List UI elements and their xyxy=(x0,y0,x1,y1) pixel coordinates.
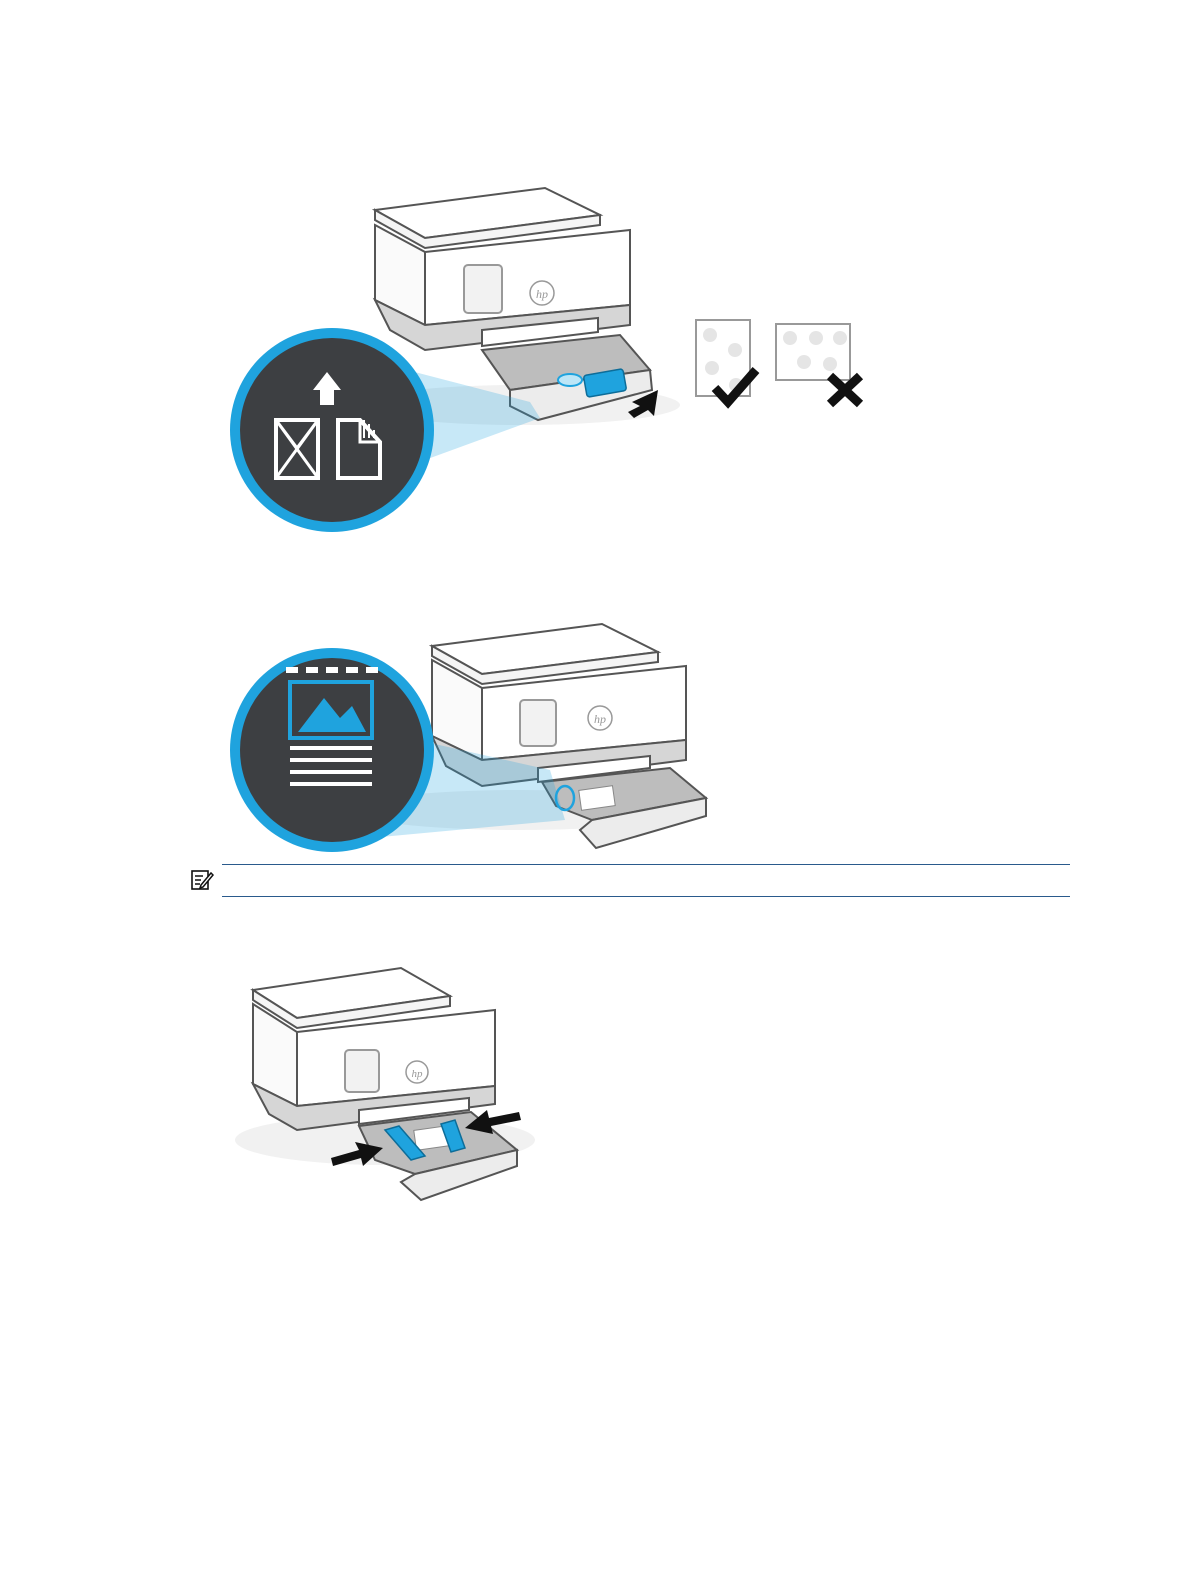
figure-load-photo-paper: hp xyxy=(220,620,720,860)
paper-sample-correct xyxy=(696,320,756,402)
figure-load-envelope: hp xyxy=(220,180,880,540)
input-tray xyxy=(538,756,706,848)
note-bottom-rule xyxy=(222,896,1070,897)
control-panel xyxy=(464,265,502,313)
figure-adjust-width-guides: hp xyxy=(225,960,535,1210)
note-top-rule xyxy=(222,864,1070,865)
control-panel xyxy=(520,700,556,746)
note-icon xyxy=(190,867,214,891)
paper-sample-incorrect xyxy=(776,324,860,404)
hp-logo: hp xyxy=(594,712,606,726)
photo-paper-callout xyxy=(230,648,434,852)
input-tray xyxy=(359,1098,517,1200)
paper-orientation-callout xyxy=(230,328,434,532)
hp-logo: hp xyxy=(536,287,548,301)
hp-logo: hp xyxy=(412,1068,424,1080)
control-panel xyxy=(345,1050,379,1092)
